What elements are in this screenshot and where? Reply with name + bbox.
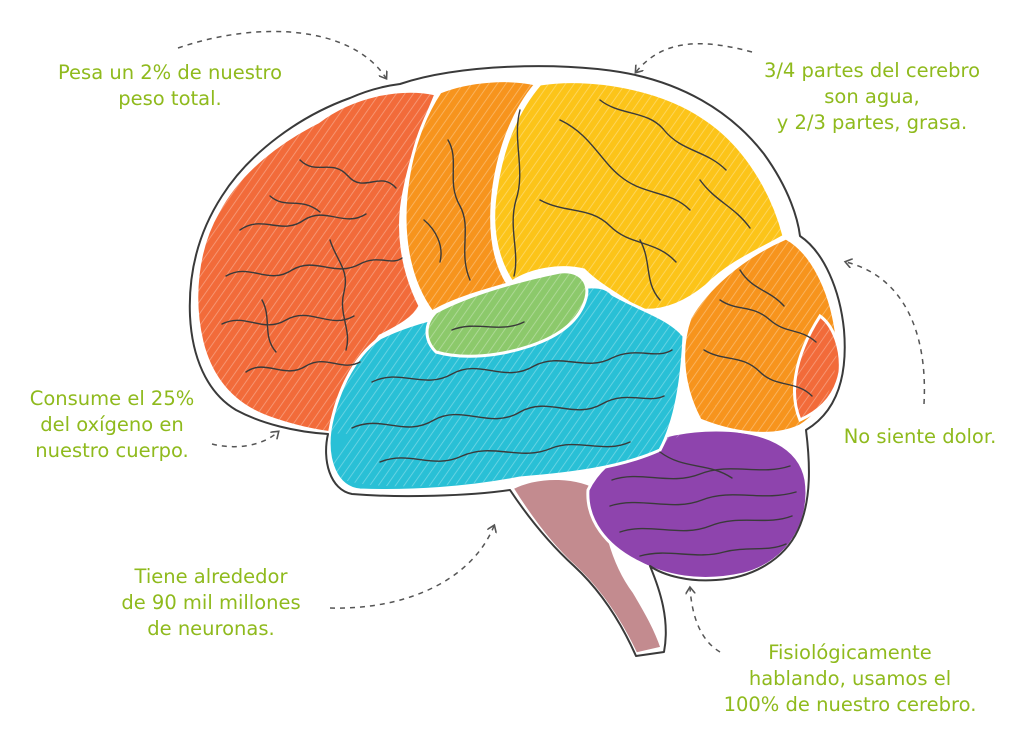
fact-weight-line-1: Pesa un 2% de nuestro bbox=[57, 61, 283, 84]
fact-neurons-line-2: de 90 mil millones bbox=[121, 591, 301, 614]
arrow-pain bbox=[846, 262, 926, 405]
arrow-usage bbox=[690, 588, 721, 653]
fact-weight-line-2: peso total. bbox=[118, 87, 222, 110]
fact-water-line-2: son agua, bbox=[824, 85, 920, 108]
arrow-oxygen bbox=[211, 432, 278, 448]
arrows bbox=[177, 30, 926, 653]
fact-oxygen-line-1: Consume el 25% bbox=[29, 387, 195, 410]
arrow-weight bbox=[177, 30, 386, 78]
arrow-water bbox=[636, 43, 753, 72]
fact-water-line-3: y 2/3 partes, grasa. bbox=[776, 111, 968, 134]
fact-neurons-line-3: de neuronas. bbox=[147, 617, 275, 640]
fact-usage: Fisiológicamente hablando, usamos el 100… bbox=[690, 640, 1010, 718]
arrow-neurons bbox=[329, 526, 494, 609]
fact-usage-line-3: 100% de nuestro cerebro. bbox=[723, 693, 977, 716]
fact-oxygen-line-2: del oxígeno en bbox=[40, 413, 184, 436]
fact-water-line-1: 3/4 partes del cerebro bbox=[763, 59, 981, 82]
fact-neurons: Tiene alrededor de 90 mil millones de ne… bbox=[96, 564, 326, 642]
fact-water: 3/4 partes del cerebro son agua, y 2/3 p… bbox=[722, 58, 1022, 136]
fact-oxygen-line-3: nuestro cuerpo. bbox=[35, 439, 189, 462]
brain-outline bbox=[188, 65, 846, 657]
fact-pain-line-1: No siente dolor. bbox=[843, 425, 997, 448]
fact-usage-line-2: hablando, usamos el bbox=[748, 667, 952, 690]
fact-neurons-line-1: Tiene alrededor bbox=[134, 565, 288, 588]
fact-oxygen: Consume el 25% del oxígeno en nuestro cu… bbox=[6, 386, 218, 464]
fact-weight: Pesa un 2% de nuestro peso total. bbox=[30, 60, 310, 112]
fact-pain: No siente dolor. bbox=[820, 424, 1020, 450]
fact-usage-line-1: Fisiológicamente bbox=[768, 641, 932, 664]
brain-folds bbox=[221, 99, 817, 557]
